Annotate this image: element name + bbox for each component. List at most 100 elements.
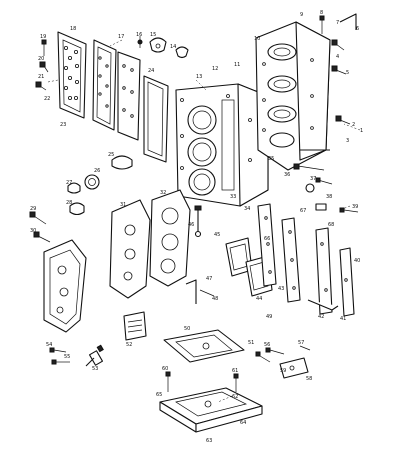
callout-17: 17 [118,34,124,40]
callout-46: 46 [188,222,194,228]
callout-10: 10 [254,36,260,42]
oil-pan [159,387,263,433]
callout-6: 6 [356,26,359,32]
spark-plug [85,344,104,367]
callout-67: 67 [300,208,306,214]
callout-43: 43 [278,286,284,292]
callout-19: 19 [40,34,46,40]
callout-32: 32 [160,190,166,196]
callout-64: 64 [240,420,246,426]
callout-41: 41 [340,316,346,322]
callout-53: 53 [92,366,98,372]
callout-24: 24 [148,68,154,74]
callout-51: 51 [248,340,254,346]
bypass-cover-mid [281,217,301,303]
exhaust-plate [117,51,141,141]
callout-37: 37 [310,176,316,182]
callout-27: 27 [66,180,72,186]
callout-63: 63 [206,438,212,444]
main-bearing-bolts [293,149,333,185]
callout-60: 60 [162,366,168,372]
callout-9: 9 [300,12,303,18]
callout-58: 58 [306,376,312,382]
callout-38: 38 [326,194,332,200]
cover-gasket [92,39,117,131]
adapter-gasket [163,329,245,363]
temperature-switch [67,155,133,216]
callout-59: 59 [280,368,286,374]
callout-25: 25 [108,152,114,158]
callout-30: 30 [30,228,36,234]
warning-decal [123,311,147,341]
callout-35: 35 [268,156,274,162]
callout-28: 28 [66,200,72,206]
callout-31: 31 [120,202,126,208]
callout-55: 55 [64,354,70,360]
crankcase-bolts [319,15,351,125]
callout-54: 54 [46,342,52,348]
housing-bolts [29,211,51,243]
callout-65: 65 [156,392,162,398]
bracket-top-right [339,13,357,30]
lower-left-bolts [49,347,70,365]
callout-57: 57 [298,340,304,346]
callout-2: 2 [352,122,355,128]
callout-16: 16 [136,32,142,38]
cover-bolts [35,39,49,91]
callout-8: 8 [320,10,323,16]
head-gasket [149,189,191,287]
callout-44: 44 [256,296,262,302]
callout-22: 22 [44,96,50,102]
oil-pan-bolts [165,351,271,392]
callout-18: 18 [70,26,76,32]
callout-13: 13 [196,74,202,80]
cylinder-block [175,83,269,207]
bypass-cover-right [315,227,355,317]
callout-labels: 1 2 3 4 5 6 7 8 9 10 11 12 13 14 15 16 1… [30,10,363,444]
callout-42: 42 [318,314,324,320]
callout-29: 29 [30,206,36,212]
callout-3: 3 [346,138,349,144]
callout-36: 36 [284,172,290,178]
callout-48: 48 [212,296,218,302]
bracket-center [185,279,215,304]
inner-exhaust-plate [109,199,151,299]
callout-5: 5 [346,70,349,76]
callout-11: 11 [234,62,240,68]
callout-45: 45 [214,232,220,238]
callout-15: 15 [150,32,156,38]
cylinder-cover-plate [57,31,87,119]
callout-68: 68 [328,222,334,228]
mounting-stud [194,205,202,238]
crankcase [255,21,331,171]
exhaust-gasket [143,75,169,163]
callout-12: 12 [212,66,218,72]
callout-66: 66 [264,236,270,242]
callout-47: 47 [206,276,212,282]
bottom-right-bracket [265,345,311,379]
callout-40: 40 [354,258,360,264]
callout-4: 4 [336,54,339,60]
callout-56: 56 [264,342,270,348]
callout-39: 39 [352,204,358,210]
bypass-cover-left [257,203,277,287]
callout-21: 21 [38,74,44,80]
callout-52: 52 [126,342,132,348]
callout-49: 49 [266,314,272,320]
thermostat-cover [137,36,189,59]
callout-14: 14 [170,44,176,50]
callout-61: 61 [232,368,238,374]
callout-23: 23 [60,122,66,128]
leader-lines [47,39,361,403]
callout-50: 50 [184,326,190,332]
fitting-right [305,183,359,213]
callout-1: 1 [360,128,363,134]
callout-34: 34 [244,206,250,212]
callout-33: 33 [230,194,236,200]
callout-20: 20 [38,56,44,62]
exhaust-cover [43,239,87,333]
callout-26: 26 [94,168,100,174]
callout-62: 62 [232,394,238,400]
drain-hose [307,299,339,311]
